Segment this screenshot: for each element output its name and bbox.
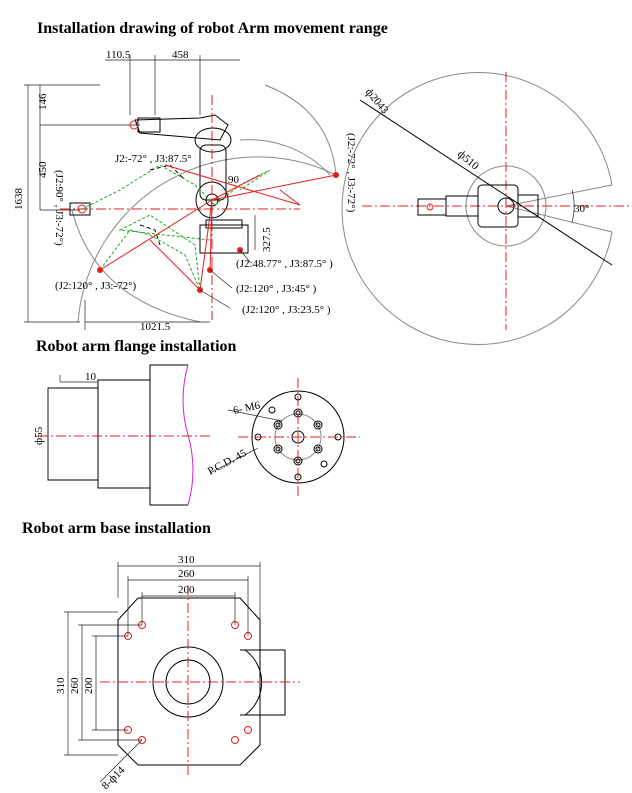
pose-a: (J2:48.77° , J3:87.5° )	[236, 258, 333, 270]
heading-movement-range: Installation drawing of robot Arm moveme…	[37, 20, 388, 37]
dim-w200: 200	[178, 584, 195, 596]
dim-6-m6: 6- M6	[232, 399, 262, 416]
dim-h260: 260	[69, 677, 81, 694]
range-path-2	[99, 229, 201, 291]
dim-h200: 200	[83, 677, 95, 694]
pose-top: J2:-72° , J3:87.5°	[115, 153, 192, 165]
dim-w260: 260	[178, 568, 195, 580]
range-path-4	[214, 169, 271, 206]
outer-reach-arc	[77, 156, 337, 323]
movement-range-side-view: 1638 146 450 110.5 458 1021.5 327.5 90	[13, 49, 357, 333]
outer-reach-arc-2	[264, 84, 337, 176]
heading-base-installation: Robot arm base installation	[22, 520, 211, 537]
dim-450: 450	[37, 161, 49, 178]
dim-phi55: ф55	[33, 426, 45, 445]
dim-1021-5: 1021.5	[140, 321, 171, 333]
dim-8-phi14: 8-ф14	[100, 764, 128, 792]
dim-30-deg: 30°	[574, 203, 589, 215]
dim-1638: 1638	[13, 188, 25, 211]
range-path-3	[118, 214, 211, 291]
movement-range-top-view: ф2043 ф510 30°	[341, 72, 632, 345]
flange-side-view: 10 ф55	[33, 364, 212, 506]
lower-reach-arc	[71, 209, 201, 323]
dim-458: 458	[172, 49, 189, 61]
robot-arm-top	[417, 184, 539, 228]
pose-bottom-left: (J2:120° , J3:-72°)	[55, 280, 137, 292]
dim-phi2043: ф2043	[363, 86, 391, 116]
robot-arm-side	[69, 114, 249, 254]
heading-flange-installation: Robot arm flange installation	[36, 338, 237, 355]
pose-b: (J2:120° , J3:45° )	[236, 283, 317, 295]
base-plan-view: 310 260 200 310 260 200 8-ф14	[55, 554, 300, 792]
reach-circle	[341, 72, 613, 345]
dim-10: 10	[85, 371, 97, 383]
flange-break-line	[182, 364, 194, 506]
dim-146: 146	[37, 93, 49, 110]
pose-left-vertical: (J2:90° , J3:-72°)	[53, 170, 65, 246]
dim-90: 90	[228, 174, 240, 186]
pose-c: (J2:120° , J3:23.5° )	[242, 304, 331, 316]
range-path-1	[81, 164, 216, 210]
dim-pcd45: P.C.D. 45	[206, 447, 249, 478]
dim-327-5: 327.5	[261, 227, 273, 252]
base-outline	[117, 597, 261, 766]
dim-phi510: ф510	[455, 148, 481, 173]
dim-h310: 310	[55, 677, 67, 694]
inner-reach-arc	[239, 139, 331, 176]
dim-w310: 310	[178, 554, 195, 566]
flange-front-view: 6- M6 P.C.D. 45	[206, 378, 360, 496]
dim-110-5: 110.5	[106, 49, 131, 61]
